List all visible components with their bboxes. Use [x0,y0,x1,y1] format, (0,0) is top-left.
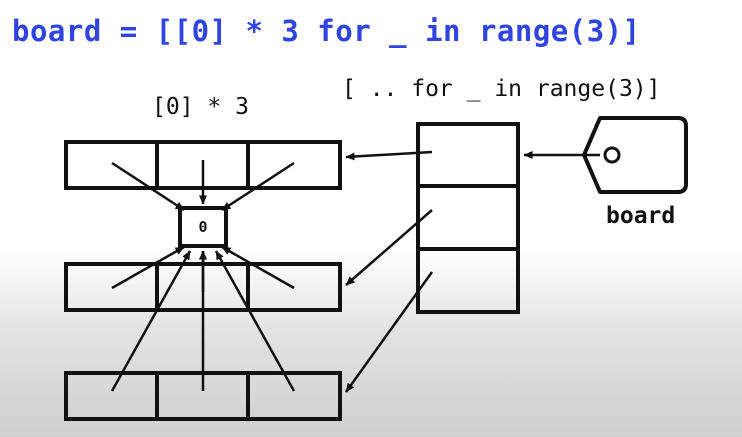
board-variable-label: board [606,203,676,229]
outer-list-label: [ .. for _ in range(3)] [342,76,661,102]
arrow-slot3-to-row3 [344,271,434,393]
outer-list-column [416,122,520,314]
arrow-slot1-to-row1 [345,150,433,161]
arrow-r2c3-to-zero [221,245,295,290]
inner-list-label: [0] * 3 [152,94,249,120]
arrow-r3c1-to-zero [110,250,192,392]
board-tag [582,116,688,194]
arrow-r1c3-to-zero [221,161,295,212]
arrow-r1c1-to-zero [111,161,185,212]
arrow-r2c1-to-zero [111,245,185,290]
zero-object-box [178,206,228,248]
arrow-r3c3-to-zero [214,250,296,392]
code-statement: board = [[0] * 3 for _ in range(3)] [12,14,641,48]
zero-value-text: 0 [198,218,208,236]
board-tag-hole [603,146,621,164]
arrow-slot2-to-row2 [345,209,433,286]
